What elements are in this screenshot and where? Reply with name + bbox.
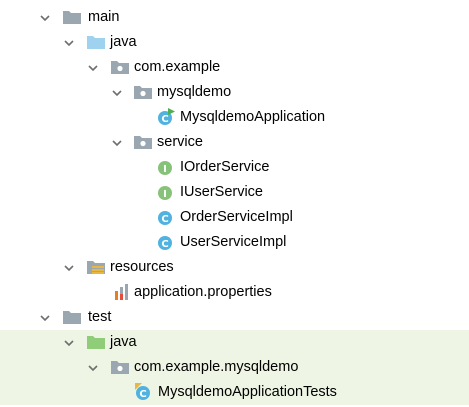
tree-node-label: application.properties (134, 284, 272, 300)
chevron-down-icon[interactable] (62, 261, 76, 275)
interface-icon: I (156, 158, 176, 176)
tree-node-test-java[interactable]: java (0, 330, 469, 355)
tree-node-label: main (88, 9, 120, 25)
tree-node-label: java (110, 34, 137, 50)
chevron-down-icon[interactable] (110, 86, 124, 100)
tree-node-userserviceimpl[interactable]: C UserServiceImpl (0, 230, 469, 255)
test-source-folder-icon (86, 333, 106, 351)
properties-file-icon (112, 283, 132, 301)
tree-node-label: mysqldemo (157, 84, 232, 100)
svg-text:C: C (161, 214, 168, 225)
chevron-down-icon[interactable] (86, 61, 100, 75)
tree-node-package-com-example-mysqldemo[interactable]: com.example.mysqldemo (0, 355, 469, 380)
tree-node-test[interactable]: test (0, 305, 469, 330)
folder-icon (62, 8, 82, 26)
tree-node-label: OrderServiceImpl (180, 209, 293, 225)
class-icon: C (156, 233, 176, 251)
spring-boot-class-icon: C (156, 108, 176, 126)
svg-text:C: C (161, 114, 168, 125)
tree-node-label: MysqldemoApplication (180, 109, 326, 125)
tree-node-mysqldemo-application-tests[interactable]: C MysqldemoApplicationTests (0, 380, 469, 405)
tree-node-label: MysqldemoApplicationTests (158, 384, 337, 400)
tree-node-package-com-example[interactable]: com.example (0, 55, 469, 80)
tree-node-label: java (110, 334, 137, 350)
tree-node-label: resources (110, 259, 174, 275)
chevron-down-icon[interactable] (110, 136, 124, 150)
chevron-down-icon[interactable] (62, 336, 76, 350)
tree-node-main-java[interactable]: java (0, 30, 469, 55)
tree-node-mysqldemo-application[interactable]: C MysqldemoApplication (0, 105, 469, 130)
tree-node-package-service[interactable]: service (0, 130, 469, 155)
class-icon: C (156, 208, 176, 226)
tree-node-main[interactable]: main (0, 5, 469, 30)
tree-node-label: test (88, 309, 112, 325)
package-icon (110, 358, 130, 376)
folder-icon (62, 308, 82, 326)
package-icon (133, 133, 153, 151)
tree-node-iuserservice[interactable]: I IUserService (0, 180, 469, 205)
svg-text:I: I (163, 164, 167, 175)
tree-node-label: IOrderService (180, 159, 270, 175)
tree-node-resources[interactable]: resources (0, 255, 469, 280)
tree-node-label: com.example (134, 59, 221, 75)
interface-icon: I (156, 183, 176, 201)
chevron-down-icon[interactable] (86, 361, 100, 375)
chevron-down-icon[interactable] (62, 36, 76, 50)
package-icon (110, 58, 130, 76)
test-class-icon: C (134, 383, 154, 401)
package-icon (133, 83, 153, 101)
tree-node-label: service (157, 134, 203, 150)
source-folder-icon (86, 33, 106, 51)
chevron-down-icon[interactable] (38, 11, 52, 25)
tree-node-label: com.example.mysqldemo (134, 359, 299, 375)
tree-node-label: IUserService (180, 184, 263, 200)
chevron-down-icon[interactable] (38, 311, 52, 325)
tree-node-iorderservice[interactable]: I IOrderService (0, 155, 469, 180)
tree-node-application-properties[interactable]: application.properties (0, 280, 469, 305)
svg-text:C: C (139, 389, 146, 400)
tree-node-package-mysqldemo[interactable]: mysqldemo (0, 80, 469, 105)
svg-text:C: C (161, 239, 168, 250)
tree-node-orderserviceimpl[interactable]: C OrderServiceImpl (0, 205, 469, 230)
resources-folder-icon (86, 258, 106, 276)
tree-node-label: UserServiceImpl (180, 234, 287, 250)
svg-text:I: I (163, 189, 167, 200)
